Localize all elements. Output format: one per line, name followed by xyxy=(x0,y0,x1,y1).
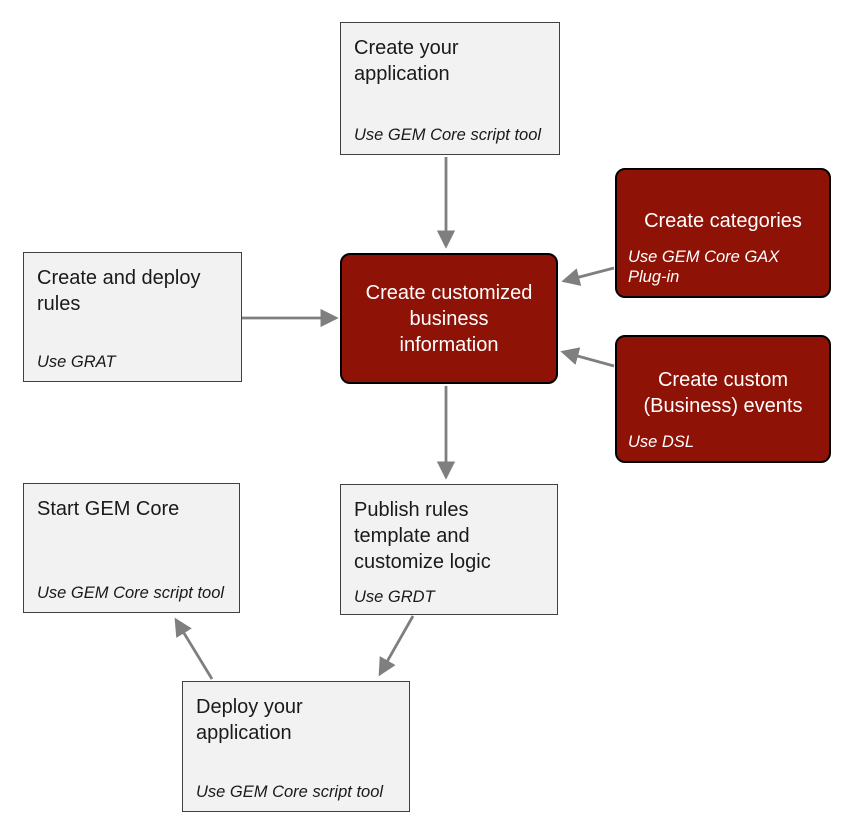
node-create-categories: Create categories Use GEM Core GAX Plug-… xyxy=(615,168,831,298)
arrow-publish-to-deploy xyxy=(378,615,415,677)
node-subtitle: Use GEM Core GAX Plug-in xyxy=(628,248,780,286)
node-deploy-your-application: Deploy your application Use GEM Core scr… xyxy=(182,681,410,812)
node-create-custom-business-events: Create custom (Business) events Use DSL xyxy=(615,335,831,463)
node-title: Create your application xyxy=(354,37,459,85)
node-title: Publish rules template and customize log… xyxy=(354,499,491,573)
arrow-events-to-center xyxy=(560,347,615,368)
node-subtitle: Use GRDT xyxy=(354,588,435,606)
node-subtitle: Use GRAT xyxy=(37,353,116,371)
node-title: Create and deploy rules xyxy=(37,267,201,315)
node-create-and-deploy-rules: Create and deploy rules Use GRAT xyxy=(23,252,242,382)
node-title: Create categories xyxy=(644,210,802,232)
node-create-customized-business-information: Create customized business information xyxy=(340,253,558,384)
node-subtitle: Use GEM Core script tool xyxy=(196,783,384,801)
arrow-deploy-to-start xyxy=(174,617,214,680)
node-publish-rules-template: Publish rules template and customize log… xyxy=(340,484,558,615)
arrow-categories-to-center xyxy=(561,266,615,286)
node-start-gem-core: Start GEM Core Use GEM Core script tool xyxy=(23,483,240,613)
node-title: Start GEM Core xyxy=(37,498,180,520)
node-subtitle: Use GEM Core script tool xyxy=(354,126,542,144)
node-title: Create custom (Business) events xyxy=(643,369,803,417)
node-create-application: Create your application Use GEM Core scr… xyxy=(340,22,560,155)
node-subtitle: Use GEM Core script tool xyxy=(37,584,225,602)
node-subtitle: Use DSL xyxy=(628,433,695,451)
node-title: Deploy your application xyxy=(196,696,303,744)
node-title: Create customized business information xyxy=(365,281,533,356)
